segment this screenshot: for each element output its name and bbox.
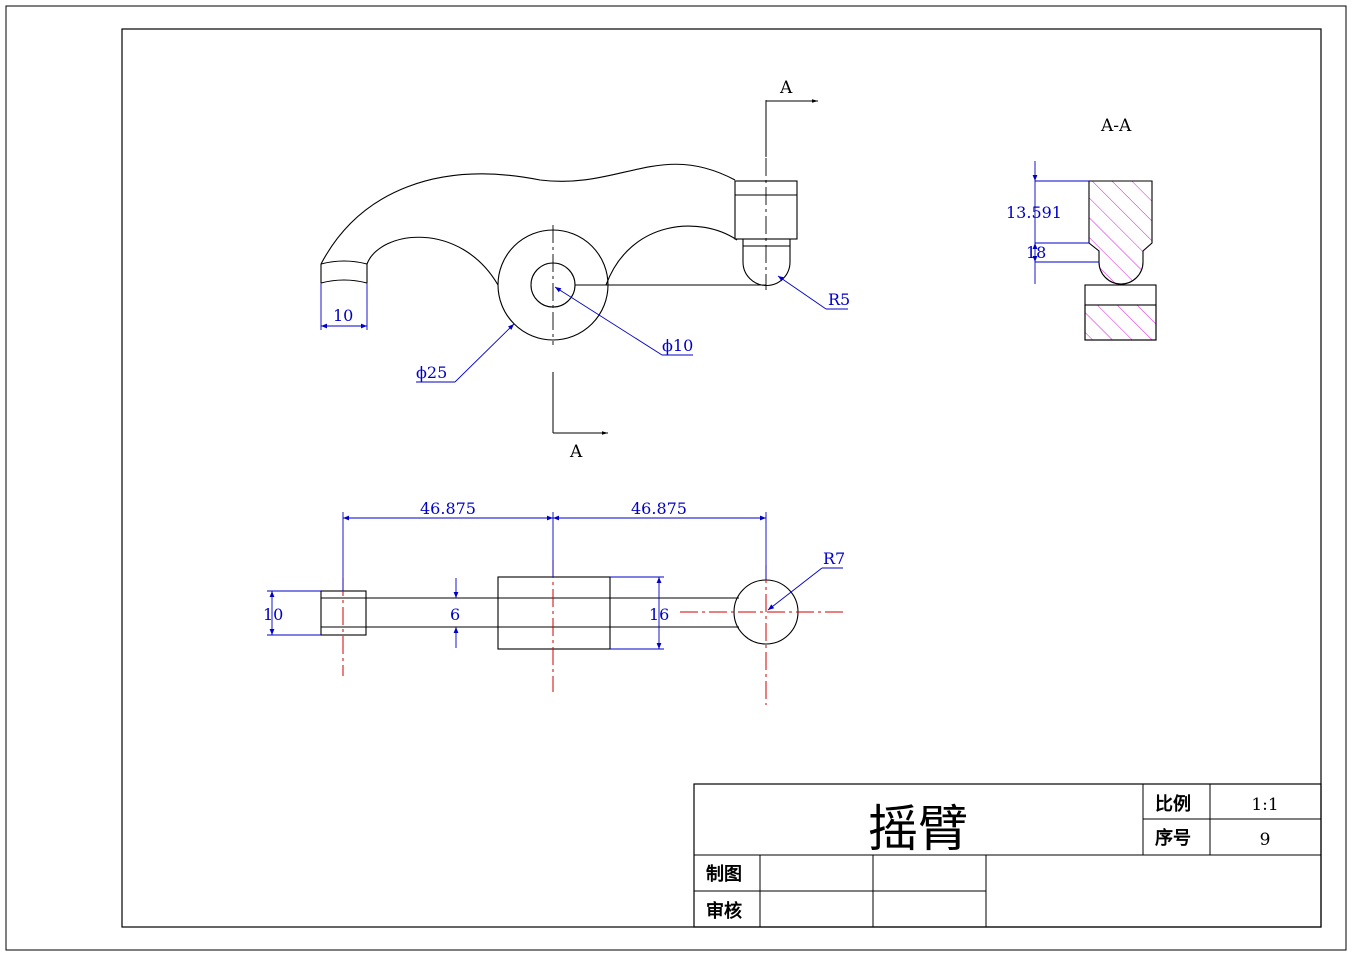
section-view: A-A 13.591 18 (1006, 116, 1157, 341)
scale-label: 比例 (1155, 793, 1191, 815)
front-view (320, 100, 798, 345)
front-view-dimensions: 10 ϕ25 ϕ10 R5 (320, 275, 850, 383)
dim-right-span: 46.875 (631, 499, 687, 518)
inner-frame (121, 28, 1322, 928)
number-value: 9 (1260, 830, 1271, 850)
section-cut-marks: A A (552, 78, 818, 462)
section-view-title: A-A (1100, 116, 1132, 136)
top-view (320, 560, 846, 705)
cut-label-bottom: A (569, 442, 583, 462)
dim-section-upper: 13.591 (1006, 203, 1062, 222)
dim-end-radius: R7 (823, 549, 845, 568)
dim-radius-r5: R5 (828, 290, 850, 309)
section-upper-part (1088, 180, 1153, 285)
dim-outer-dia: ϕ25 (416, 363, 447, 382)
hub-block (497, 576, 611, 650)
dim-left-span: 46.875 (420, 499, 476, 518)
dim-hub-height: 16 (649, 605, 669, 624)
scale-value: 1:1 (1251, 795, 1278, 815)
dim-section-lower: 18 (1026, 243, 1046, 262)
dim-end-height: 10 (263, 605, 283, 624)
top-view-dimensions: 46.875 46.875 R7 10 6 16 (263, 499, 845, 650)
drawn-label: 制图 (706, 864, 742, 885)
dim-inner-dia: ϕ10 (662, 336, 693, 355)
dim-width-10: 10 (333, 306, 353, 325)
part-name: 摇臂 (868, 800, 968, 858)
outer-border (5, 5, 1347, 951)
checked-label: 审核 (706, 900, 742, 922)
dim-arm-thickness: 6 (450, 605, 460, 624)
number-label: 序号 (1155, 827, 1191, 849)
title-block: 摇臂 比例 1:1 序号 9 制图 审核 (693, 783, 1322, 928)
roller-nose (742, 246, 791, 286)
cut-label-top: A (779, 78, 793, 98)
